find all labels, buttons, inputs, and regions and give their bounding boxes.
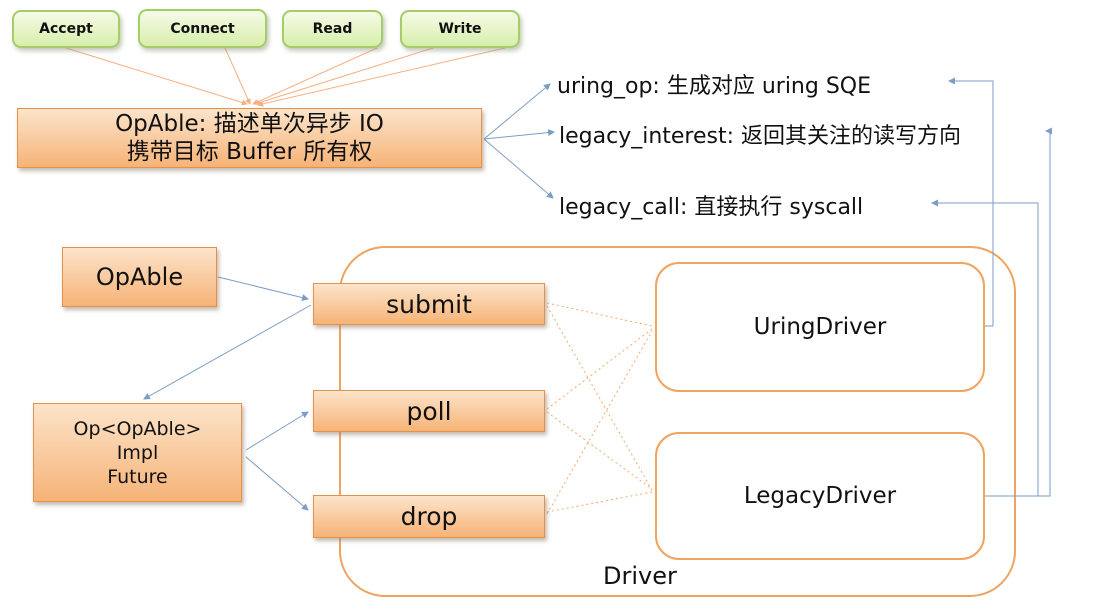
legacy-driver-box: LegacyDriver — [655, 432, 985, 560]
op-wrapper-line3: Future — [107, 465, 168, 488]
uring-driver-label: UringDriver — [753, 314, 887, 340]
method-label-uring-op: uring_op: 生成对应 uring SQE — [557, 74, 872, 99]
uring-driver-box: UringDriver — [655, 262, 985, 392]
dispatch-dotted-lines — [546, 302, 653, 515]
opable-description-line2: 携带目标 Buffer 所有权 — [126, 139, 373, 165]
opable-box: OpAble — [62, 247, 217, 307]
method-label-legacy-interest: legacy_interest: 返回其关注的读写方向 — [559, 124, 962, 149]
opable-box-label: OpAble — [95, 263, 184, 291]
method-label-legacy-call: legacy_call: 直接执行 syscall — [559, 195, 864, 220]
optype-connector-lines — [65, 47, 506, 107]
driver-label: Driver — [603, 562, 677, 590]
opable-description-line1: OpAble: 描述单次异步 IO — [115, 111, 384, 137]
drop-box: drop — [313, 495, 545, 538]
legacy-driver-label: LegacyDriver — [743, 483, 897, 509]
opable-description-box: OpAble: 描述单次异步 IO 携带目标 Buffer 所有权 — [17, 108, 482, 168]
op-wrapper-box: Op<OpAble> Impl Future — [33, 403, 242, 502]
op-wrapper-line2: Impl — [116, 441, 159, 464]
op-write-box: Write — [400, 10, 520, 48]
poll-box: poll — [313, 390, 545, 432]
poll-label: poll — [406, 396, 452, 426]
submit-box: submit — [313, 283, 545, 325]
trait-method-fan-lines — [483, 83, 556, 199]
flow-arrows — [143, 276, 312, 511]
op-accept-box: Accept — [12, 10, 120, 48]
drop-label: drop — [400, 502, 458, 531]
op-write-label: Write — [438, 21, 482, 37]
op-read-label: Read — [312, 21, 353, 37]
driver-return-lines — [930, 77, 1052, 497]
op-wrapper-line1: Op<OpAble> — [73, 417, 202, 440]
op-read-box: Read — [282, 10, 383, 48]
op-connect-box: Connect — [138, 9, 267, 48]
op-accept-label: Accept — [39, 21, 93, 37]
submit-label: submit — [386, 289, 472, 319]
op-connect-label: Connect — [170, 20, 235, 37]
